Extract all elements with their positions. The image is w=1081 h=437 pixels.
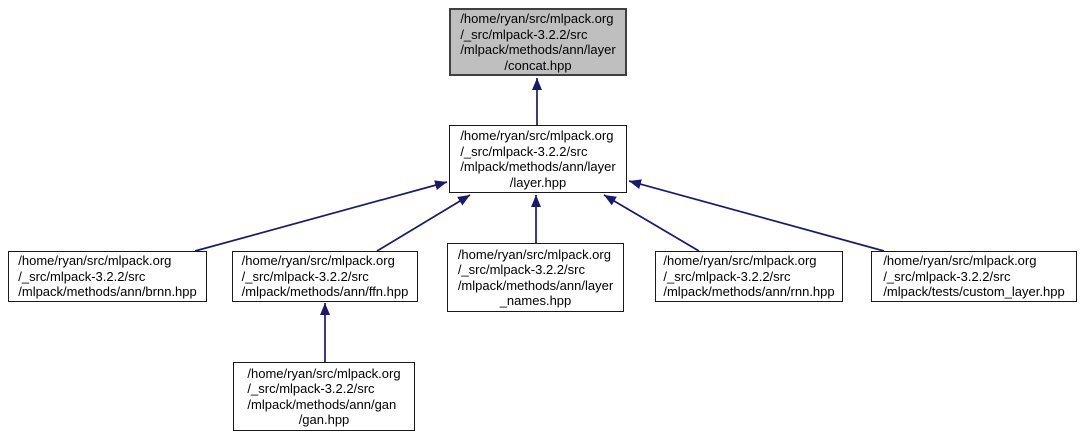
node-ffn-hpp[interactable]: /home/ryan/src/mlpack.org /_src/mlpack-3… <box>232 251 418 302</box>
node-path-line: /mlpack/tests/custom_layer.hpp <box>883 284 1065 300</box>
node-path-line: /mlpack/methods/ann/layer <box>457 277 614 293</box>
node-path-line: /_src/mlpack-3.2.2/src <box>18 268 146 284</box>
node-path-line: /layer.hpp <box>509 174 567 190</box>
node-path-line: _names.hpp <box>499 293 572 308</box>
edge-custom-layer-to-layer <box>628 179 885 252</box>
node-path-line: /_src/mlpack-3.2.2/src <box>883 268 1011 284</box>
node-label: /home/ryan/src/mlpack.org /_src/mlpack-3… <box>663 253 834 300</box>
node-path-line: /_src/mlpack-3.2.2/src <box>460 26 588 42</box>
node-path-line: /_src/mlpack-3.2.2/src <box>663 268 791 284</box>
node-path-line: /_src/mlpack-3.2.2/src <box>247 381 375 396</box>
node-path-line: /home/ryan/src/mlpack.org <box>460 11 614 26</box>
node-custom-layer-hpp[interactable]: /home/ryan/src/mlpack.org /_src/mlpack-3… <box>871 251 1077 302</box>
node-path-line: /home/ryan/src/mlpack.org <box>460 128 614 143</box>
node-brnn-hpp[interactable]: /home/ryan/src/mlpack.org /_src/mlpack-3… <box>8 251 207 302</box>
node-path-line: /home/ryan/src/mlpack.org <box>241 253 395 269</box>
node-layer-names-hpp[interactable]: /home/ryan/src/mlpack.org /_src/mlpack-3… <box>447 243 624 312</box>
node-rnn-hpp[interactable]: /home/ryan/src/mlpack.org /_src/mlpack-3… <box>655 251 843 302</box>
node-label: /home/ryan/src/mlpack.org /_src/mlpack-3… <box>242 253 409 300</box>
node-layer-hpp[interactable]: /home/ryan/src/mlpack.org /_src/mlpack-3… <box>449 125 627 193</box>
node-path-line: /mlpack/methods/ann/gan <box>247 396 397 412</box>
node-path-line: /_src/mlpack-3.2.2/src <box>457 262 585 277</box>
node-path-line: /_src/mlpack-3.2.2/src <box>460 143 588 159</box>
node-path-line: /mlpack/methods/ann/ffn.hpp <box>241 284 409 300</box>
node-path-line: /_src/mlpack-3.2.2/src <box>241 268 369 284</box>
node-path-line: /home/ryan/src/mlpack.org <box>457 246 611 262</box>
node-path-line: /concat.hpp <box>504 57 572 73</box>
node-path-line: /home/ryan/src/mlpack.org <box>883 253 1037 269</box>
node-concat-hpp: /home/ryan/src/mlpack.org /_src/mlpack-3… <box>449 8 627 76</box>
node-path-line: /home/ryan/src/mlpack.org <box>247 365 401 381</box>
node-label: /home/ryan/src/mlpack.org /_src/mlpack-3… <box>18 253 197 300</box>
edge-rnn-to-layer <box>603 194 700 252</box>
node-path-line: /mlpack/methods/ann/rnn.hpp <box>663 284 835 300</box>
node-path-line: /gan.hpp <box>298 412 350 427</box>
node-path-line: /mlpack/methods/ann/layer <box>460 42 616 57</box>
node-label: /home/ryan/src/mlpack.org /_src/mlpack-3… <box>458 247 613 309</box>
node-path-line: /home/ryan/src/mlpack.org <box>663 253 817 269</box>
node-label: /home/ryan/src/mlpack.org /_src/mlpack-3… <box>460 11 615 73</box>
edge-brnn-to-layer <box>194 180 448 252</box>
node-gan-hpp[interactable]: /home/ryan/src/mlpack.org /_src/mlpack-3… <box>233 362 415 431</box>
node-label: /home/ryan/src/mlpack.org /_src/mlpack-3… <box>883 253 1064 300</box>
edge-ffn-to-layer <box>376 194 471 252</box>
node-path-line: /mlpack/methods/ann/layer <box>460 159 616 174</box>
node-label: /home/ryan/src/mlpack.org /_src/mlpack-3… <box>460 128 615 190</box>
node-label: /home/ryan/src/mlpack.org /_src/mlpack-3… <box>247 366 400 428</box>
node-path-line: /mlpack/methods/ann/brnn.hpp <box>18 284 197 300</box>
node-path-line: /home/ryan/src/mlpack.org <box>18 253 172 269</box>
